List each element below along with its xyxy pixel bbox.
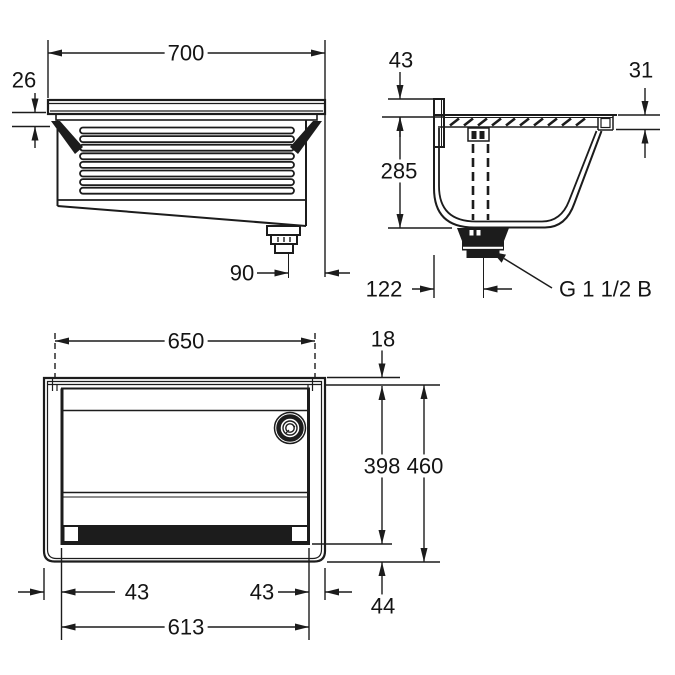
- label-inset-18: 18: [367, 327, 399, 351]
- side-drain-fitting: [266, 225, 301, 278]
- side-view: [12, 40, 350, 278]
- ribbed-apron: [79, 126, 295, 195]
- plan-drain: [273, 411, 307, 445]
- label-drain-90: 90: [226, 261, 258, 285]
- label-width-700: 700: [164, 41, 208, 65]
- dim-26: [12, 93, 50, 148]
- label-overall-460: 460: [403, 454, 447, 478]
- label-depth-398: 398: [360, 454, 404, 478]
- overflow-detail: [467, 127, 490, 142]
- dim-31: [616, 88, 660, 158]
- rim-end-cap: [597, 115, 614, 131]
- section-drain-fitting: [457, 228, 509, 298]
- front-slot: [62, 525, 309, 543]
- plan-view: [18, 333, 440, 640]
- rim-hatch: [449, 117, 586, 127]
- label-right-43: 43: [246, 580, 278, 604]
- label-bracket-43: 43: [385, 48, 417, 72]
- label-rim-31: 31: [625, 58, 657, 82]
- label-thread-g112b: G 1 1/2 B: [556, 277, 655, 301]
- label-apron-44: 44: [367, 594, 399, 618]
- label-slot-613: 613: [164, 615, 208, 639]
- label-wall-122: 122: [362, 277, 406, 301]
- label-flange-26: 26: [8, 68, 40, 92]
- dim-122: [412, 255, 512, 298]
- label-depth-285: 285: [377, 159, 421, 183]
- label-opening-650: 650: [164, 329, 208, 353]
- thread-leader: [492, 252, 553, 289]
- label-left-43: 43: [121, 580, 153, 604]
- section-view: [382, 72, 660, 298]
